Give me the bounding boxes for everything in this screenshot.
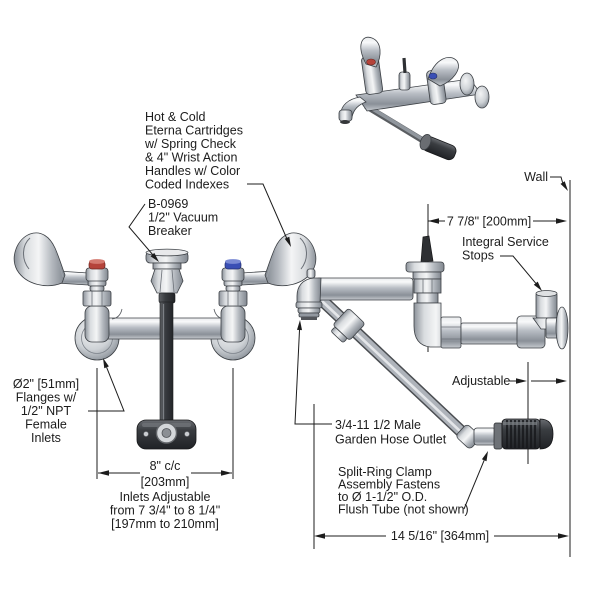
supply-pipe xyxy=(413,290,569,350)
dim-8cc-value: 8" c/c xyxy=(150,459,181,473)
callout-inlet-flanges: Ø2" [51mm] Flanges w/ 1/2" NPT Female In… xyxy=(13,358,125,445)
front-view xyxy=(13,232,317,450)
flanges-line2: Flanges w/ xyxy=(16,391,77,405)
dimension-center-to-wall: 7 7/8" [200mm] xyxy=(428,215,567,229)
inlet-range-line2: from 7 3/4" to 8 1/4" xyxy=(110,504,220,518)
dim-wall-distance: 7 7/8" [200mm] xyxy=(447,215,531,229)
cartridges-line2: Eterna Cartridges xyxy=(145,124,243,138)
hot-wrist-handle xyxy=(13,232,109,287)
vb-line3: Breaker xyxy=(148,224,192,238)
inlet-range-line3: [197mm to 210mm] xyxy=(111,517,219,531)
cartridges-line5: Handles w/ Color xyxy=(145,164,240,178)
callout-split-ring-clamp: Split-Ring Clamp Assembly Fastens to Ø 1… xyxy=(338,451,488,517)
flanges-line4: Female xyxy=(25,418,67,432)
cartridges-line6: Coded Indexes xyxy=(145,178,229,192)
callout-vacuum-breaker: B-0969 1/2" Vacuum Breaker xyxy=(128,197,218,262)
swing-spout xyxy=(295,268,414,320)
vb-line1: B-0969 xyxy=(148,197,188,211)
dim-overall-value: 14 5/16" [364mm] xyxy=(391,529,489,543)
callout-wall: Wall xyxy=(524,170,568,191)
vb-line2: 1/2" Vacuum xyxy=(148,211,218,225)
clamp-line3: to Ø 1-1/2" O.D. xyxy=(338,490,427,504)
inlet-range-line1: Inlets Adjustable xyxy=(119,490,210,504)
cold-wrist-handle xyxy=(221,232,317,287)
support-tube-side xyxy=(318,296,472,442)
wall-flange xyxy=(555,306,569,350)
isometric-view xyxy=(338,36,490,161)
split-ring-clamp xyxy=(456,418,554,450)
cartridges-line1: Hot & Cold xyxy=(145,110,205,124)
side-view xyxy=(295,204,569,464)
dim-8cc-metric: [203mm] xyxy=(141,475,190,489)
wall-label: Wall xyxy=(524,170,548,184)
cartridges-line3: w/ Spring Check xyxy=(144,137,237,151)
hose-line2: Garden Hose Outlet xyxy=(335,433,447,447)
dimension-overall: 14 5/16" [364mm] xyxy=(313,404,569,549)
flanges-line1: Ø2" [51mm] xyxy=(13,377,79,391)
support-tube-and-bracket xyxy=(136,301,197,450)
clamp-line4: Flush Tube (not shown) xyxy=(338,503,469,517)
stops-line2: Stops xyxy=(462,249,494,263)
flanges-line3: 1/2" NPT xyxy=(21,404,72,418)
vacuum-breaker-front xyxy=(145,248,189,304)
callout-cartridges: Hot & Cold Eterna Cartridges w/ Spring C… xyxy=(144,110,291,247)
clamp-line2: Assembly Fastens xyxy=(338,478,440,492)
hose-line1: 3/4-11 1/2 Male xyxy=(335,418,421,432)
vacuum-breaker-side xyxy=(405,235,445,304)
flanges-line5: Inlets xyxy=(31,431,61,445)
hot-index-isometric xyxy=(366,58,376,66)
clamp-line1: Split-Ring Clamp xyxy=(338,465,432,479)
dimension-adjustable: Adjustable xyxy=(452,374,567,388)
cold-index-isometric xyxy=(428,72,438,80)
dimension-inlet-centers: 8" c/c [203mm] Inlets Adjustable from 7 … xyxy=(96,368,234,531)
callout-service-stops: Integral Service Stops xyxy=(462,235,549,291)
adjustable-label: Adjustable xyxy=(452,374,510,388)
cartridges-line4: & 4" Wrist Action xyxy=(145,151,237,165)
callout-hose-outlet: 3/4-11 1/2 Male Garden Hose Outlet xyxy=(294,320,447,447)
stops-line1: Integral Service xyxy=(462,235,549,249)
